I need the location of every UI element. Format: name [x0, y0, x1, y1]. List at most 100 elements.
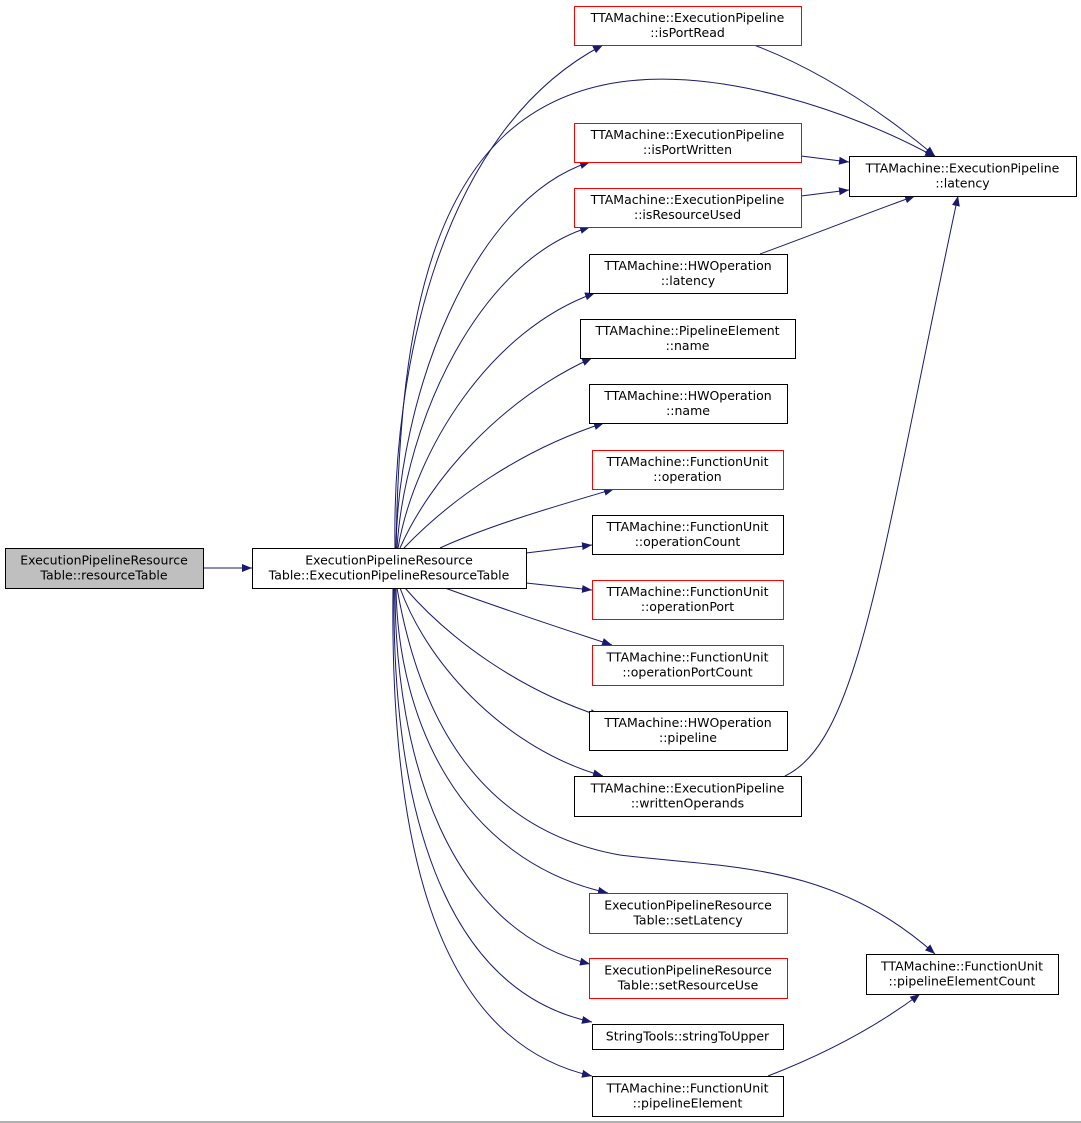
node-label-line: ::operationPort — [641, 599, 734, 614]
node-label-line: TTAMachine::FunctionUnit — [606, 519, 769, 534]
edge-ctor-to-fu-operation — [439, 488, 615, 549]
edge-ctor-to-is-port-written — [395, 161, 591, 549]
edge-ctor-to-set-latency — [395, 587, 609, 895]
node-label-line: Table::resourceTable — [39, 568, 167, 583]
node-label-line: ::isPortRead — [650, 25, 725, 40]
node-label-line: TTAMachine::HWOperation — [603, 715, 771, 730]
node-label-line: ::pipelineElementCount — [889, 974, 1036, 989]
edge-written-operands-to-ep-latency — [784, 195, 960, 777]
node-label-line: TTAMachine::ExecutionPipeline — [865, 161, 1060, 176]
node-set-resource-use[interactable]: ExecutionPipelineResourceTable::setResou… — [589, 958, 788, 999]
edge-ctor-to-written-operands — [399, 587, 604, 778]
node-box — [5, 548, 204, 589]
edges-layer — [203, 44, 960, 1078]
node-box — [589, 893, 788, 934]
node-label-line: TTAMachine::ExecutionPipeline — [590, 127, 785, 142]
node-label-line: TTAMachine::HWOperation — [603, 258, 771, 273]
node-label-line: ExecutionPipelineResource — [305, 553, 473, 568]
node-label-line: TTAMachine::FunctionUnit — [606, 584, 769, 599]
node-box — [574, 188, 802, 228]
node-box — [574, 123, 802, 163]
node-box — [592, 645, 784, 686]
node-hw-latency[interactable]: TTAMachine::HWOperation::latency — [589, 254, 788, 294]
node-label-line: TTAMachine::FunctionUnit — [880, 959, 1043, 974]
node-label-line: ::latency — [661, 273, 716, 288]
node-box — [574, 776, 802, 817]
node-box — [592, 1024, 784, 1050]
node-ep-latency[interactable]: TTAMachine::ExecutionPipeline::latency — [849, 156, 1077, 197]
edge-ctor-to-is-resource-used — [396, 226, 591, 549]
node-label-line: ::isPortWritten — [643, 142, 732, 157]
node-pipeline-element-count[interactable]: TTAMachine::FunctionUnit::pipelineElemen… — [866, 954, 1059, 995]
node-label-line: ::operation — [653, 469, 721, 484]
node-box — [866, 954, 1059, 995]
node-label-line: TTAMachine::HWOperation — [603, 388, 771, 403]
node-label-line: Table::setLatency — [632, 913, 743, 928]
edge-is-port-written-to-ep-latency — [800, 155, 850, 165]
edge-ctor-to-hw-latency — [397, 292, 596, 549]
node-is-resource-used[interactable]: TTAMachine::ExecutionPipeline::isResourc… — [574, 188, 802, 228]
edge-ctor-to-fu-operation-port — [525, 582, 593, 593]
node-label-line: ::operationCount — [635, 534, 741, 549]
edge-ctor-to-hw-pipeline — [404, 587, 601, 717]
nodes-layer: ExecutionPipelineResourceTable::resource… — [5, 6, 1077, 1117]
node-label-line: Table::setResourceUse — [617, 978, 759, 993]
node-box — [592, 580, 784, 620]
node-label-line: TTAMachine::ExecutionPipeline — [590, 781, 785, 796]
bottom-divider — [0, 1121, 1081, 1123]
node-box — [589, 384, 788, 424]
node-box — [252, 548, 527, 589]
node-pipeline-element[interactable]: TTAMachine::FunctionUnit::pipelineElemen… — [592, 1076, 784, 1117]
node-label-line: ::writtenOperands — [631, 796, 744, 811]
edge-ctor-to-string-to-upper — [393, 587, 593, 1024]
node-pe-name[interactable]: TTAMachine::PipelineElement::name — [580, 319, 796, 359]
edge-pipeline-element-to-pipeline-element-count — [767, 993, 921, 1077]
node-label-line: StringTools::stringToUpper — [606, 1029, 770, 1044]
node-string-to-upper[interactable]: StringTools::stringToUpper — [592, 1024, 784, 1050]
node-box — [589, 254, 788, 294]
node-set-latency[interactable]: ExecutionPipelineResourceTable::setLaten… — [589, 893, 788, 934]
node-label-line: TTAMachine::FunctionUnit — [606, 454, 769, 469]
edge-ctor-to-pipeline-element — [392, 587, 593, 1078]
edge-is-resource-used-to-ep-latency — [800, 187, 850, 197]
node-label-line: TTAMachine::PipelineElement — [594, 323, 779, 338]
node-written-operands[interactable]: TTAMachine::ExecutionPipeline::writtenOp… — [574, 776, 802, 817]
edge-hw-latency-to-ep-latency — [759, 195, 916, 255]
edge-is-port-read-to-ep-latency — [753, 44, 936, 157]
node-box — [592, 450, 784, 490]
node-box — [849, 156, 1077, 197]
edge-ctor-to-ep-latency — [395, 78, 936, 549]
node-fu-operation-count[interactable]: TTAMachine::FunctionUnit::operationCount — [592, 515, 784, 555]
edge-ctor-to-hw-name — [403, 422, 605, 549]
node-label-line: ExecutionPipelineResource — [604, 898, 772, 913]
node-fu-operation-port-count[interactable]: TTAMachine::FunctionUnit::operationPortC… — [592, 645, 784, 686]
node-hw-name[interactable]: TTAMachine::HWOperation::name — [589, 384, 788, 424]
node-label-line: ::isResourceUsed — [634, 207, 741, 222]
edge-ctor-to-fu-operation-count — [525, 542, 593, 554]
edge-ctor-to-pe-name — [399, 357, 593, 549]
node-is-port-written[interactable]: TTAMachine::ExecutionPipeline::isPortWri… — [574, 123, 802, 163]
node-fu-operation[interactable]: TTAMachine::FunctionUnit::operation — [592, 450, 784, 490]
node-label-line: ::latency — [935, 176, 990, 191]
edge-ctor-to-fu-operation-port-count — [444, 587, 613, 646]
node-label-line: ::pipelineElement — [633, 1096, 743, 1111]
node-label-line: ::name — [666, 338, 710, 353]
node-label-line: ::name — [666, 403, 710, 418]
node-label-line: TTAMachine::FunctionUnit — [606, 1081, 769, 1096]
edge-ctor-to-pipeline-element-count — [396, 587, 936, 955]
node-label-line: ::pipeline — [659, 730, 717, 745]
node-label-line: TTAMachine::ExecutionPipeline — [590, 10, 785, 25]
node-fu-operation-port[interactable]: TTAMachine::FunctionUnit::operationPort — [592, 580, 784, 620]
node-box — [589, 958, 788, 999]
node-label-line: Table::ExecutionPipelineResourceTable — [268, 568, 510, 583]
node-is-port-read[interactable]: TTAMachine::ExecutionPipeline::isPortRea… — [574, 6, 802, 46]
node-hw-pipeline[interactable]: TTAMachine::HWOperation::pipeline — [589, 711, 788, 751]
node-label-line: ::operationPortCount — [622, 665, 752, 680]
node-resource-table[interactable]: ExecutionPipelineResourceTable::resource… — [5, 548, 204, 589]
node-label-line: ExecutionPipelineResource — [604, 963, 772, 978]
node-box — [592, 515, 784, 555]
node-ctor[interactable]: ExecutionPipelineResourceTable::Executio… — [252, 548, 527, 589]
node-label-line: TTAMachine::FunctionUnit — [606, 650, 769, 665]
edge-ctor-to-set-resource-use — [394, 587, 591, 966]
